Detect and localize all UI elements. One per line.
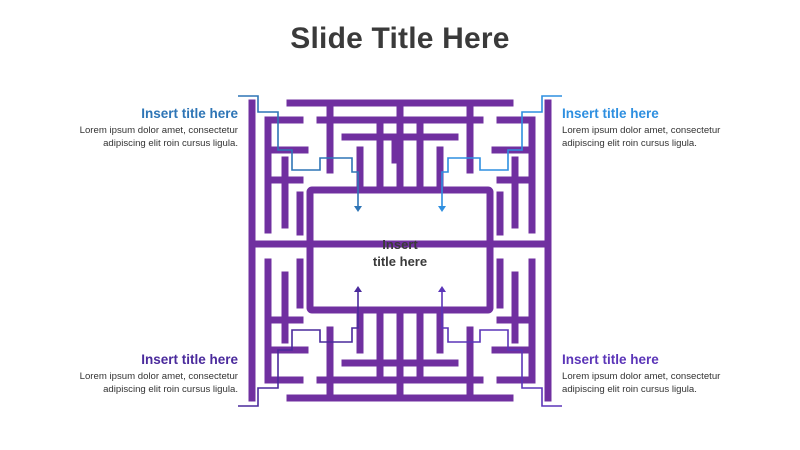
block-body-line1: Lorem ipsum dolor amet, consectetur [562, 125, 721, 136]
center-label-line1: Insert [382, 237, 418, 252]
block-title: Insert title here [141, 106, 238, 121]
block-title: Insert title here [562, 106, 659, 121]
block-body-line2: adipiscing elit roin cursus ligula. [103, 383, 238, 395]
arrow-top-left-icon [354, 206, 362, 212]
block-body: Lorem ipsum dolor amet, consectetur adip… [562, 125, 762, 150]
block-body: Lorem ipsum dolor amet, consectetur adip… [38, 371, 238, 396]
block-title: Insert title here [562, 352, 659, 367]
block-body-line2: adipiscing elit roin cursus ligula. [103, 137, 238, 149]
block-body-line1: Lorem ipsum dolor amet, consectetur [79, 371, 238, 382]
slide-title: Slide Title Here [290, 22, 510, 55]
block-body-line1: Lorem ipsum dolor amet, consectetur [562, 371, 721, 382]
block-title: Insert title here [141, 352, 238, 367]
path-bottom-left [238, 290, 359, 407]
block-body: Lorem ipsum dolor amet, consectetur adip… [38, 125, 238, 150]
arrow-bottom-right-icon [438, 286, 446, 292]
block-body-line2: adipiscing elit roin cursus ligula. [562, 383, 697, 395]
block-body-line2: adipiscing elit roin cursus ligula. [562, 137, 697, 149]
text-block-top-left: Insert title here Lorem ipsum dolor amet… [38, 106, 238, 150]
path-top-left [238, 95, 359, 208]
center-label: Insert title here [338, 236, 462, 270]
path-bottom-right [441, 290, 562, 407]
arrow-top-right-icon [438, 206, 446, 212]
arrow-bottom-left-icon [354, 286, 362, 292]
center-label-line2: title here [372, 254, 428, 269]
text-block-bottom-right: Insert title here Lorem ipsum dolor amet… [562, 352, 762, 396]
text-block-bottom-left: Insert title here Lorem ipsum dolor amet… [38, 352, 238, 396]
block-body-line1: Lorem ipsum dolor amet, consectetur [79, 125, 238, 136]
path-top-right [441, 95, 562, 208]
text-block-top-right: Insert title here Lorem ipsum dolor amet… [562, 106, 762, 150]
maze-walls [248, 99, 552, 402]
block-body: Lorem ipsum dolor amet, consectetur adip… [562, 371, 762, 396]
